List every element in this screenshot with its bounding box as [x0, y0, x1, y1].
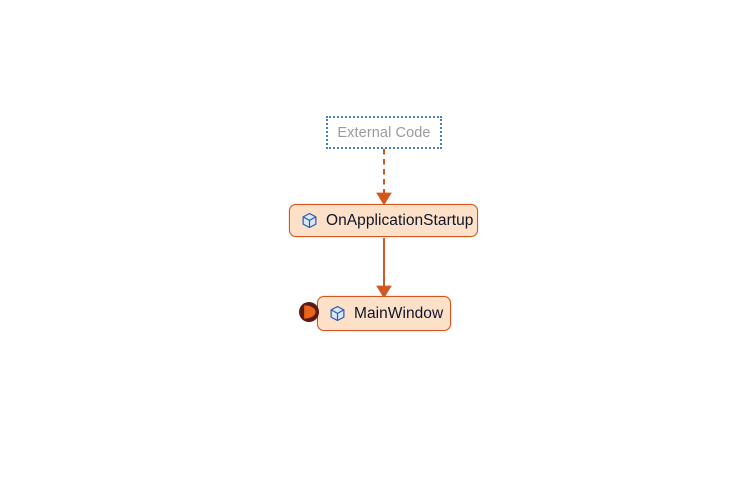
node-onapplicationstartup[interactable]: OnApplicationStartup	[289, 204, 478, 237]
node-onapplicationstartup-label: OnApplicationStartup	[326, 211, 474, 229]
node-external-code[interactable]: External Code	[326, 116, 442, 149]
node-mainwindow-label: MainWindow	[354, 304, 444, 322]
cube-icon	[302, 212, 317, 229]
cube-icon	[330, 305, 345, 322]
node-mainwindow[interactable]: MainWindow	[317, 296, 451, 331]
node-external-code-label: External Code	[337, 124, 431, 141]
entry-point-marker-icon[interactable]	[298, 301, 320, 323]
